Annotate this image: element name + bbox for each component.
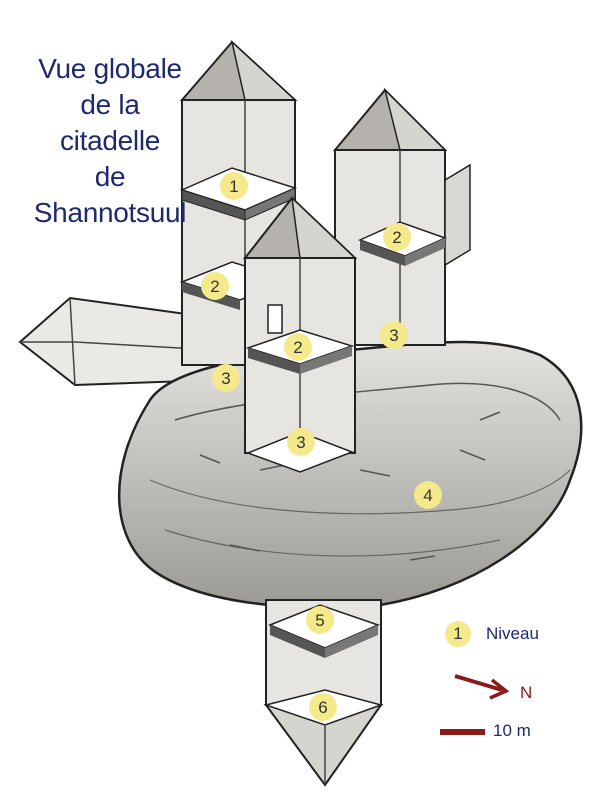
title-line: citadelle	[59, 125, 161, 156]
title-line: Vue globale	[38, 53, 182, 84]
level-badge: 3	[287, 428, 315, 456]
level-badge: 2	[201, 272, 229, 300]
level-badge: 5	[306, 606, 334, 634]
title-line: de	[94, 161, 126, 192]
level-label: 1	[229, 177, 238, 196]
level-label: 4	[423, 486, 432, 505]
level-label: 5	[315, 611, 324, 630]
level-label: 2	[210, 277, 219, 296]
level-label: 3	[296, 433, 305, 452]
legend-badge: 1	[445, 621, 471, 647]
scale-bar	[440, 729, 485, 735]
compass-arrow-icon	[454, 674, 510, 700]
level-badge: 2	[284, 333, 312, 361]
level-badge: 4	[414, 481, 442, 509]
level-label: 3	[389, 326, 398, 345]
level-label: 2	[293, 338, 302, 357]
level-label: 3	[221, 369, 230, 388]
level-label: 2	[392, 228, 401, 247]
scale-label: 10 m	[493, 721, 531, 740]
level-badge: 6	[309, 693, 337, 721]
title-line: Shannotsuul	[33, 197, 187, 228]
level-badge: 1	[220, 172, 248, 200]
title-line: de la	[80, 89, 140, 120]
level-badge: 3	[212, 364, 240, 392]
level-badge: 2	[383, 223, 411, 251]
compass-label: N	[520, 683, 533, 702]
level-badge: 3	[380, 321, 408, 349]
level-label: 6	[318, 698, 327, 717]
legend-label: Niveau	[486, 624, 539, 643]
